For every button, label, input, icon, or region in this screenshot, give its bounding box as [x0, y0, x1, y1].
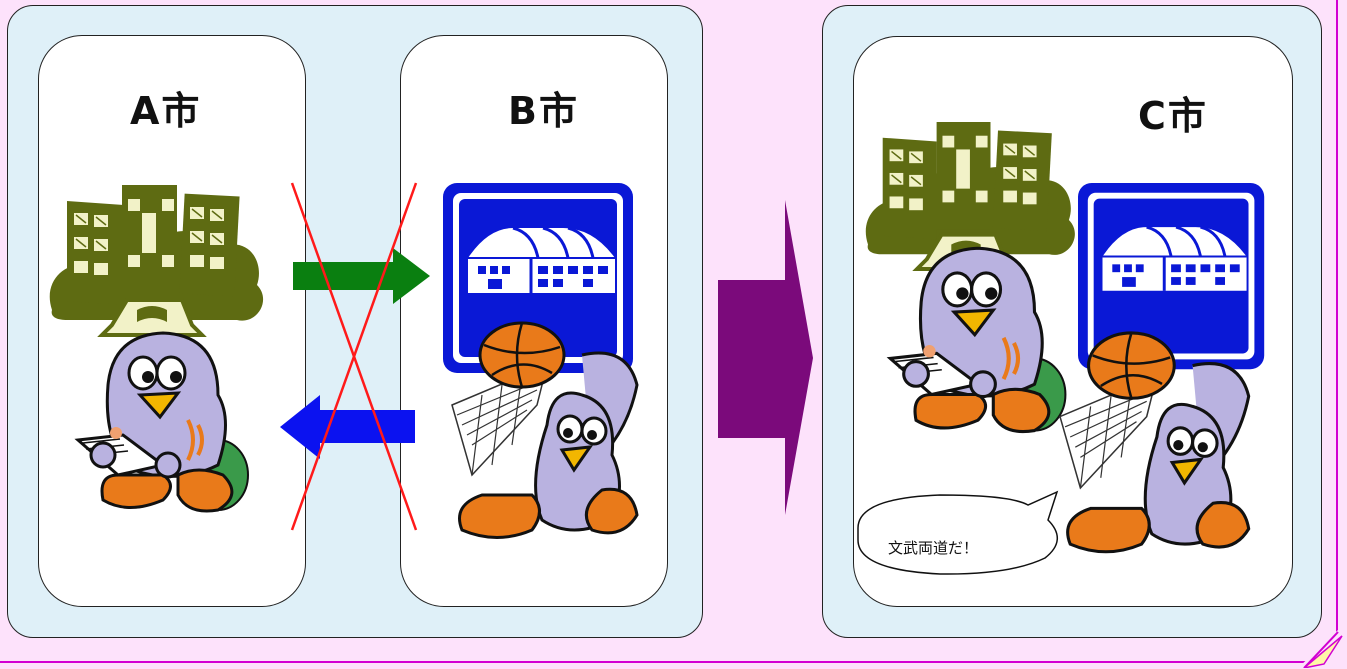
speech-bubble-text: 文武両道だ！	[888, 539, 979, 557]
city-c-title: C市	[1138, 94, 1208, 138]
city-c-reader-mascot-icon	[890, 248, 1065, 431]
city-c-library-icon	[863, 120, 1077, 271]
speech-bubble	[857, 490, 1059, 575]
city-b-baller-mascot-icon	[450, 321, 639, 539]
city-a-library-icon	[47, 183, 266, 337]
city-c-baller-mascot-icon	[1058, 331, 1251, 554]
red-cross-icon	[290, 182, 418, 531]
green-arrow-icon	[293, 248, 430, 304]
city-a-title: A市	[130, 89, 202, 133]
page-curl-icon	[1298, 630, 1343, 668]
city-b-title: B市	[508, 89, 579, 133]
city-a-reader-mascot-icon	[76, 331, 250, 513]
blue-arrow-icon	[280, 395, 415, 459]
big-purple-arrow-icon	[718, 200, 813, 515]
